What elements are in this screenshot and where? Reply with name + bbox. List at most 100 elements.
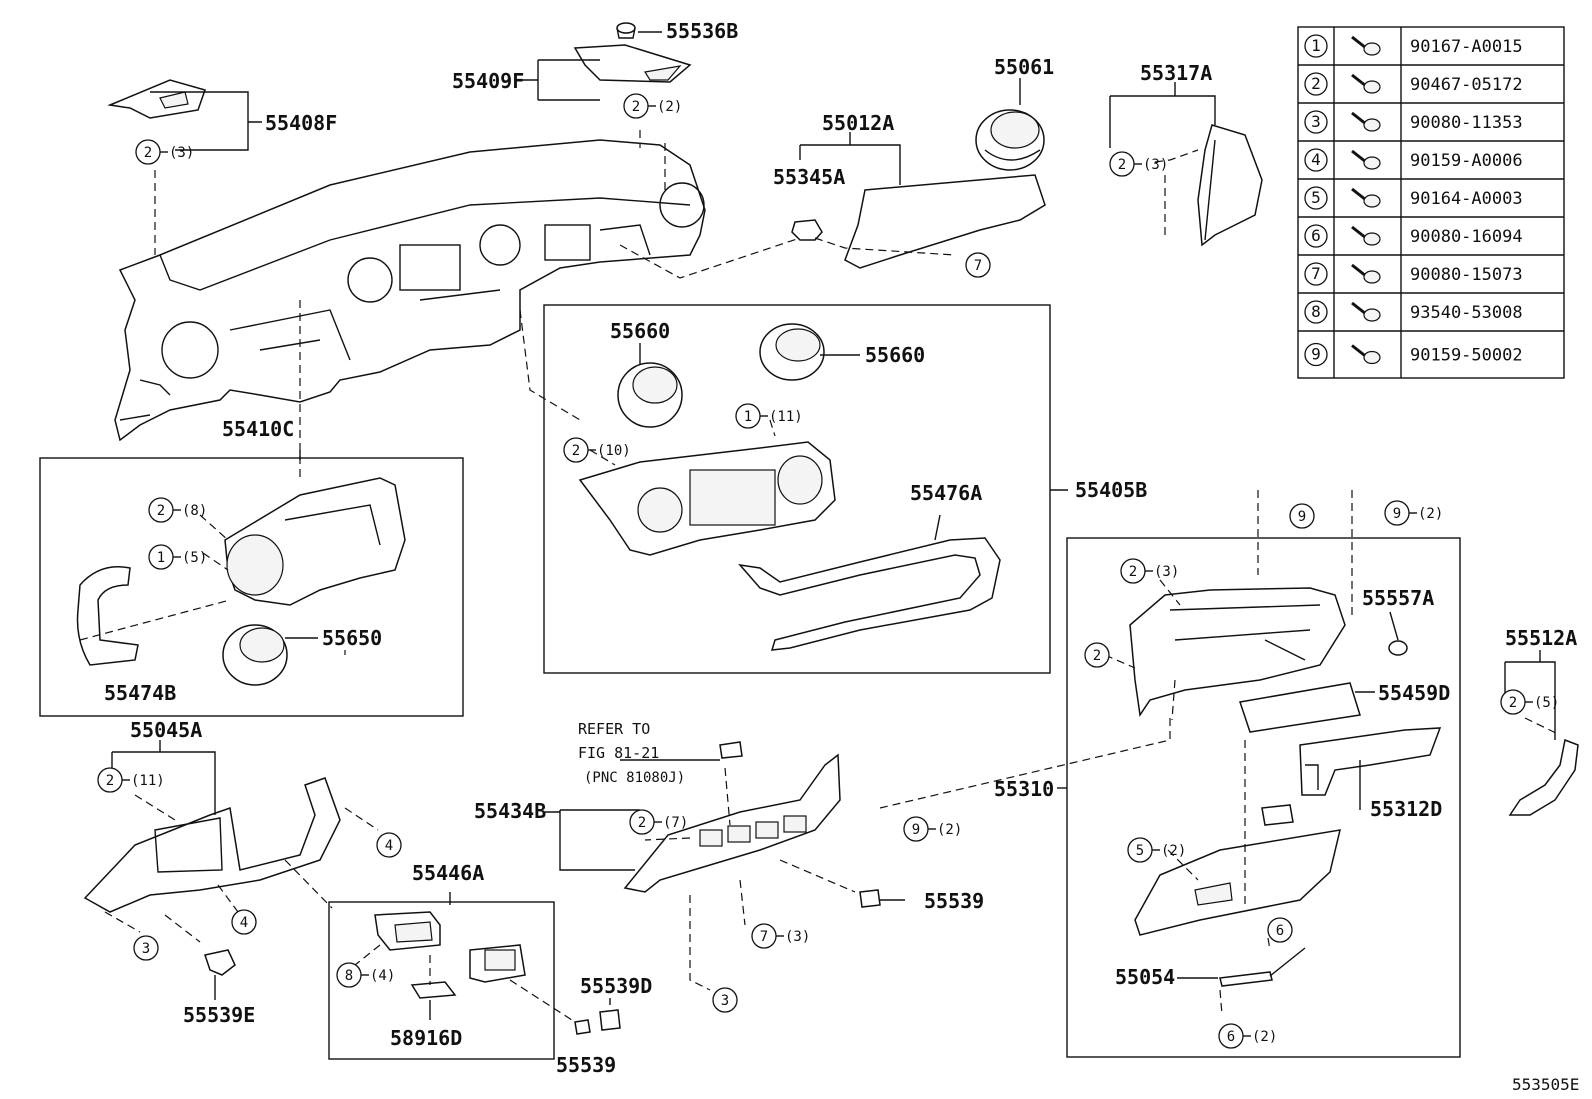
legend-part-number: 90167-A0015 (1410, 37, 1523, 57)
label-55474B: 55474B (104, 681, 176, 705)
screw-icon (1351, 263, 1381, 284)
callout-quantity: (2) (657, 99, 682, 115)
refer-to-note: REFER TO FIG 81-21 (PNC 81080J) (578, 720, 685, 786)
legend-row: 3 90080-11353 (1304, 110, 1523, 134)
legend-part-number: 90164-A0003 (1410, 189, 1523, 209)
part-ref-81080J-drawing (719, 741, 743, 759)
fastener-callout: 7 (965, 252, 991, 278)
part-55539D-drawing (599, 1009, 621, 1031)
fastener-callout: 9(2) (903, 816, 962, 842)
label-55312D: 55312D (1370, 797, 1442, 821)
callout-quantity: (11) (131, 773, 165, 789)
legend-part-number: 90080-15073 (1410, 265, 1523, 285)
label-55539-bottom: 55539 (556, 1053, 616, 1077)
callout-number: 7 (760, 929, 768, 945)
part-55557A-drawing (1388, 640, 1408, 656)
callout-quantity: (5) (1534, 695, 1559, 711)
fastener-callout: 3 (133, 935, 159, 961)
legend-number-circle (1304, 342, 1328, 367)
label-55045A: 55045A (130, 718, 202, 742)
label-55408F: 55408F (265, 111, 337, 135)
legend-row: 8 93540-53008 (1304, 300, 1523, 324)
part-55012A-drawing (844, 174, 1046, 269)
screw-icon (1351, 301, 1381, 322)
callout-number: 4 (385, 838, 393, 854)
legend-part-number: 90159-A0006 (1410, 151, 1523, 171)
group-box-55446A (328, 901, 555, 1060)
label-55536B: 55536B (666, 19, 738, 43)
label-55405B: 55405B (1075, 478, 1147, 502)
label-55317A: 55317A (1140, 61, 1212, 85)
leader-lines (111, 31, 1556, 1020)
label-55345A: 55345A (773, 165, 845, 189)
part-55317A-drawing (1197, 124, 1263, 247)
legend-number-circle (1304, 34, 1328, 58)
label-55660-right: 55660 (865, 343, 925, 367)
callout-number: 6 (1276, 923, 1284, 939)
instrument-panel-drawing (114, 139, 706, 442)
callout-number: 2 (1509, 695, 1517, 711)
callout-circle (376, 832, 402, 858)
screw-icon (1351, 73, 1381, 94)
legend-part-number: 90467-05172 (1410, 75, 1523, 95)
callout-number: 5 (1136, 843, 1144, 859)
label-55660-left: 55660 (610, 319, 670, 343)
callout-circle (712, 987, 738, 1013)
label-55650: 55650 (322, 626, 382, 650)
dashed-assembly-lines (79, 130, 1561, 1023)
legend-number: 4 (1311, 150, 1321, 169)
callout-number: 2 (106, 773, 114, 789)
callout-quantity: (2) (1418, 506, 1443, 522)
legend-row: 5 90164-A0003 (1304, 186, 1523, 210)
legend-number: 3 (1311, 112, 1321, 131)
callout-number: 7 (974, 258, 982, 274)
fastener-callout: 9 (1289, 503, 1315, 529)
label-55061: 55061 (994, 55, 1054, 79)
group-box-55310 (1066, 537, 1461, 1058)
callout-quantity: (10) (597, 443, 631, 459)
part-55410C-drawing (224, 477, 406, 606)
callout-quantity: (2) (1252, 1029, 1277, 1045)
fastener-callout: 8(4) (336, 962, 395, 988)
label-55476A: 55476A (910, 481, 982, 505)
part-55536B-drawing (616, 22, 636, 39)
screw-icon (1351, 225, 1381, 246)
callout-quantity: (2) (1161, 843, 1186, 859)
legend-part-number: 93540-53008 (1410, 303, 1523, 323)
legend-number-circle (1304, 148, 1328, 172)
part-58916D-drawing (410, 981, 457, 999)
legend-number-circle (1304, 300, 1328, 324)
fastener-callout: 3 (712, 987, 738, 1013)
legend-number: 5 (1311, 188, 1321, 207)
callout-quantity: (11) (769, 409, 803, 425)
legend-number-circle (1304, 72, 1328, 96)
group-box-55410C (39, 457, 464, 717)
fastener-callout: 2(2) (623, 93, 682, 119)
callout-quantity: (7) (663, 815, 688, 831)
callout-circle (231, 909, 257, 935)
callout-number: 2 (1129, 564, 1137, 580)
fastener-legend-table (1297, 26, 1565, 379)
part-55434B-drawing (623, 753, 841, 893)
legend-part-number: 90080-11353 (1410, 113, 1523, 133)
fastener-callout: 1(11) (735, 403, 803, 429)
legend-number-circle (1304, 224, 1328, 248)
legend-number: 8 (1311, 302, 1321, 321)
legend-number-circle (1304, 186, 1328, 210)
refer-line-3: (PNC 81080J) (584, 770, 685, 786)
part-55660-right-drawing (759, 323, 825, 381)
part-55539E-drawing (204, 949, 236, 976)
callout-number: 9 (1298, 509, 1306, 525)
part-55045A-drawing (83, 777, 341, 913)
legend-number: 7 (1311, 264, 1321, 283)
fastener-callout: 2(3) (1120, 558, 1179, 584)
part-55650-drawing (222, 624, 288, 686)
fastener-callout: 9(2) (1384, 500, 1443, 526)
label-55539D: 55539D (580, 974, 652, 998)
legend-row: 7 90080-15073 (1304, 262, 1523, 286)
figure-code: 553505E (1512, 1075, 1579, 1094)
